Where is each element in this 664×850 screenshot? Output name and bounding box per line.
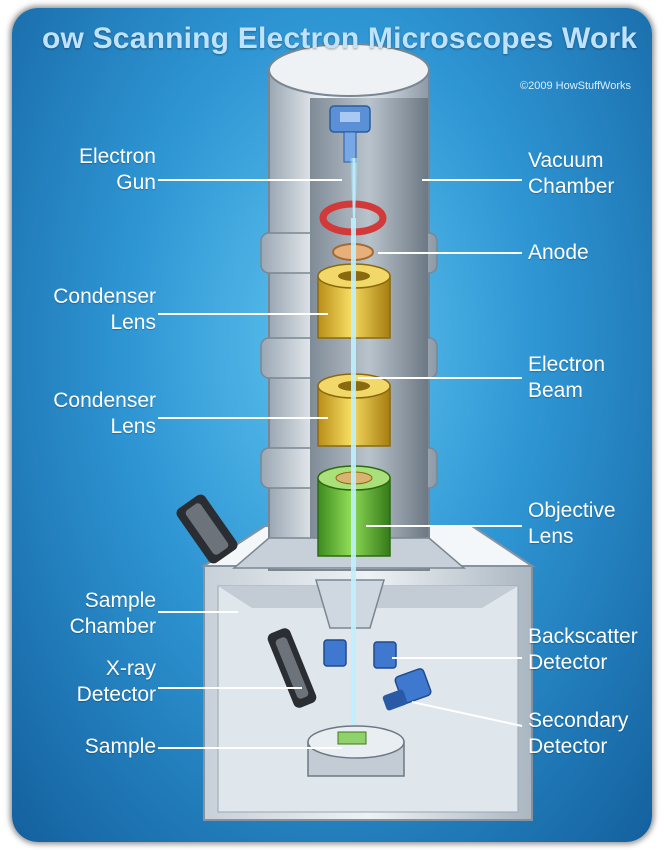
label-electron-gun: ElectronGun — [72, 144, 156, 196]
label-backscatter-detector: BackscatterDetector — [528, 624, 638, 676]
diagram-title: ow Scanning Electron Microscopes Work — [42, 22, 637, 56]
label-electron-beam: ElectronBeam — [528, 352, 605, 404]
label-anode: Anode — [528, 240, 589, 266]
label-sample: Sample — [62, 734, 156, 760]
label-secondary-detector: SecondaryDetector — [528, 708, 628, 760]
label-condenser-lens-1: CondenserLens — [42, 284, 156, 336]
diagram-frame: ow Scanning Electron Microscopes Work ©2… — [12, 8, 652, 842]
copyright-notice: ©2009 HowStuffWorks — [520, 80, 631, 92]
label-xray-detector: X-rayDetector — [62, 656, 156, 708]
label-vacuum-chamber: VacuumChamber — [528, 148, 614, 200]
label-condenser-lens-2: CondenserLens — [42, 388, 156, 440]
label-objective-lens: ObjectiveLens — [528, 498, 616, 550]
label-sample-chamber: SampleChamber — [52, 588, 156, 640]
sample-stage — [308, 726, 404, 776]
